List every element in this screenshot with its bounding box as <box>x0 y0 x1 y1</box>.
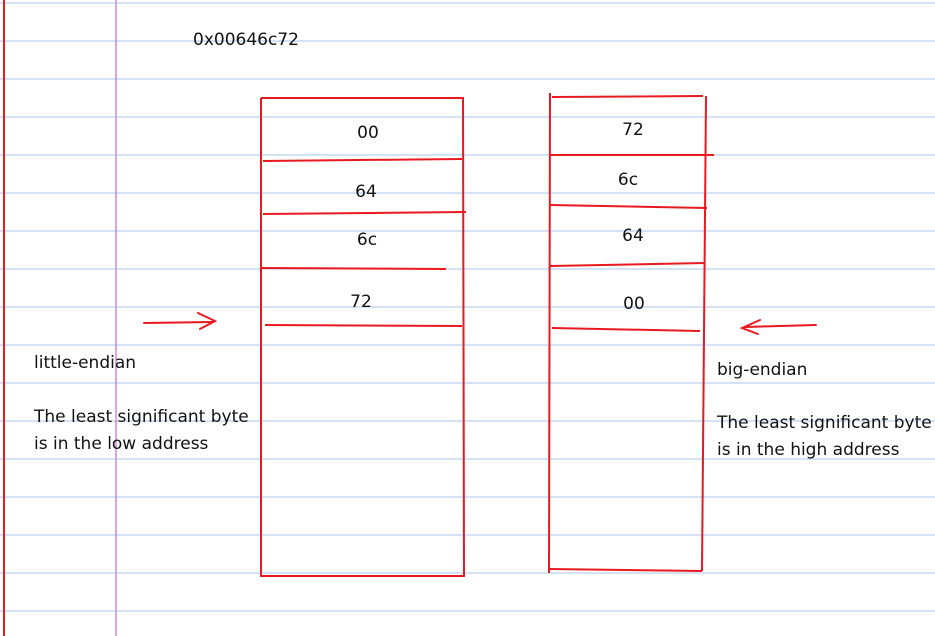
little-endian-divider-1 <box>262 158 463 162</box>
big-endian-cell-0: 72 <box>622 120 644 140</box>
little-endian-memory-box <box>260 97 467 577</box>
little-endian-description-line-2: is in the low address <box>34 434 209 454</box>
little-endian-box-outline <box>260 97 466 577</box>
little-endian-description-line-1: The least significant byte <box>34 407 249 427</box>
big-endian-box-bottom <box>548 568 703 572</box>
big-endian-title: big-endian <box>717 360 808 380</box>
little-endian-title: little-endian <box>34 353 137 373</box>
big-endian-description-line-2: is in the high address <box>717 440 900 460</box>
little-endian-cell-3: 72 <box>350 292 372 312</box>
big-endian-cell-3: 00 <box>623 294 645 314</box>
big-endian-box-left <box>548 92 551 574</box>
left-arrow-icon <box>739 319 817 335</box>
big-endian-divider-4 <box>551 327 701 332</box>
little-endian-divider-4 <box>264 324 463 327</box>
little-endian-cell-2: 6c <box>356 230 378 250</box>
right-arrow-icon <box>143 312 218 330</box>
big-endian-box-top <box>551 95 704 98</box>
big-endian-cell-1: 6c <box>617 170 639 190</box>
big-endian-box-right <box>701 95 707 572</box>
big-endian-divider-3 <box>549 262 706 267</box>
big-endian-description-line-1: The least significant byte <box>717 413 932 433</box>
big-endian-cell-2: 64 <box>622 226 644 246</box>
little-endian-divider-2 <box>262 211 467 215</box>
big-endian-memory-box <box>548 92 714 574</box>
little-endian-cell-1: 64 <box>355 182 377 202</box>
little-endian-divider-3 <box>260 267 447 270</box>
little-endian-cell-0: 00 <box>357 123 379 143</box>
ruled-lines <box>0 2 935 612</box>
hex-value-label: 0x00646c72 <box>193 30 299 50</box>
big-endian-divider-2 <box>549 204 708 209</box>
